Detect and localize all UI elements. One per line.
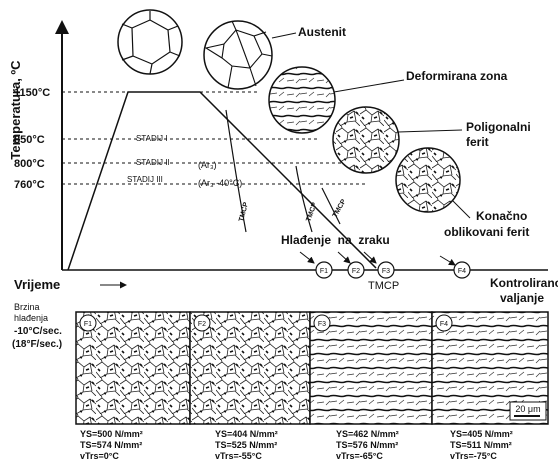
- label-controlled-rolling-2: valjanje: [500, 291, 544, 305]
- svg-text:F2: F2: [198, 321, 206, 328]
- f2-vtrs: vTrs=-55°C: [215, 451, 262, 461]
- f4-ys: YS=405 N/mm²: [450, 429, 513, 439]
- arrow-to-f4: [440, 256, 455, 265]
- deformed-zone-leader: [334, 80, 404, 92]
- svg-text:F2: F2: [352, 268, 360, 275]
- svg-text:F4: F4: [458, 268, 466, 275]
- label-final-ferrite-2: oblikovani ferit: [444, 225, 529, 239]
- arrow-to-f2: [338, 252, 350, 263]
- label-polygonal-ferrite-2: ferit: [466, 135, 489, 149]
- svg-text:F4: F4: [440, 321, 448, 328]
- timeline-point-f4: F4: [454, 262, 470, 278]
- svg-text:F3: F3: [382, 268, 390, 275]
- austenite-grain-circle-1: [118, 10, 182, 74]
- cooling-rate-line-2: hlađenja: [14, 313, 48, 323]
- polygonal-ferrite-circle: [333, 107, 399, 173]
- label-final-ferrite-1: Konačno: [476, 209, 527, 223]
- f2-ts: TS=525 N/mm²: [215, 440, 277, 450]
- f1-ys: YS=500 N/mm²: [80, 429, 143, 439]
- label-deformed-zone: Deformirana zona: [406, 69, 508, 83]
- label-tmcp-timeline: TMCP: [368, 280, 399, 292]
- timeline-point-f2: F2: [348, 262, 364, 278]
- stage-note-ar3: (Ar₃): [198, 160, 217, 170]
- micrograph-panel-f2: F2: [190, 312, 310, 424]
- stage-label-1: STADIJ I: [136, 134, 167, 143]
- stage-note-ar3-40: (Ar₃ -40°C): [198, 178, 242, 188]
- label-controlled-rolling-1: Kontrolirano: [490, 276, 558, 290]
- f2-ys: YS=404 N/mm²: [215, 429, 278, 439]
- f1-vtrs: vTrs=0°C: [80, 451, 119, 461]
- deformed-zone-circle: [269, 67, 335, 133]
- temp-label-760: 760°C: [14, 179, 45, 191]
- f3-ts: TS=576 N/mm²: [336, 440, 398, 450]
- f4-ts: TS=511 N/mm²: [450, 440, 512, 450]
- austenite-leader: [272, 33, 296, 38]
- stage-label-2: STADIJ II: [136, 158, 170, 167]
- svg-text:F3: F3: [318, 321, 326, 328]
- arrow-to-f1: [300, 252, 314, 263]
- tmcp-curve-label-2: TMCP: [305, 201, 318, 222]
- f3-vtrs: vTrs=-65°C: [336, 451, 383, 461]
- tmcp-curve-label-1: TMCP: [238, 201, 250, 222]
- cooling-rate-line-4: (18°F/sec.): [12, 339, 62, 350]
- final-ferrite-leader: [452, 200, 470, 218]
- final-ferrite-circle: [396, 148, 460, 212]
- f4-vtrs: vTrs=-75°C: [450, 451, 497, 461]
- label-time-axis: Vrijeme: [14, 277, 60, 292]
- temp-label-800: 800°C: [14, 158, 45, 170]
- svg-text:20 μm: 20 μm: [515, 404, 540, 414]
- label-austenite: Austenit: [298, 25, 346, 39]
- micrograph-panel-f3: F3: [310, 312, 432, 424]
- f3-ys: YS=462 N/mm²: [336, 429, 399, 439]
- label-polygonal-ferrite-1: Poligonalni: [466, 120, 531, 134]
- tmcp-curve-label-3: TMCP: [332, 198, 348, 219]
- stage-label-3: STADIJ III: [127, 175, 163, 184]
- svg-text:F1: F1: [84, 321, 92, 328]
- svg-text:F1: F1: [320, 268, 328, 275]
- temp-label-850: 850°C: [14, 134, 45, 146]
- austenite-grain-circle-2: [204, 21, 272, 89]
- micrograph-panel-f1: F1: [76, 312, 190, 424]
- cooling-rate-line-3: -10°C/sec.: [14, 326, 62, 337]
- label-air-cooling: Hlađenje na zraku: [281, 233, 390, 247]
- timeline-point-f1: F1: [316, 262, 332, 278]
- timeline-point-f3: F3: [378, 262, 394, 278]
- temp-label-1150: 1150°C: [14, 87, 50, 99]
- cooling-rate-line-1: Brzina: [14, 302, 40, 312]
- polygonal-ferrite-leader: [398, 130, 462, 132]
- scale-bar: 20 μm: [510, 402, 546, 420]
- f1-ts: TS=574 N/mm²: [80, 440, 142, 450]
